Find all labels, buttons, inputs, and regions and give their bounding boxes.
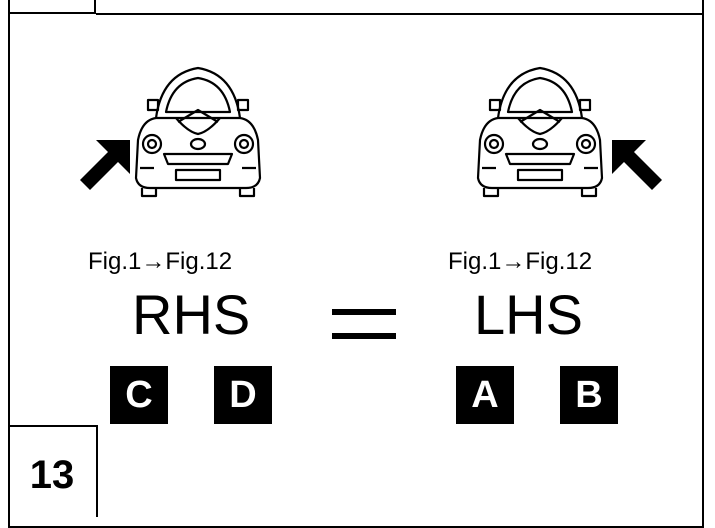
arrow-up-left-icon	[610, 138, 662, 190]
car-front-view-icon	[118, 60, 278, 200]
top-divider	[96, 13, 704, 15]
car-front-view-icon	[460, 60, 620, 200]
top-tab	[8, 0, 96, 14]
equals-symbol	[332, 309, 396, 339]
badge-d: D	[214, 366, 272, 424]
left-fig-range: Fig.1→Fig.12	[88, 248, 233, 275]
step-number: 13	[8, 425, 98, 517]
badge-a: A	[456, 366, 514, 424]
right-side-label: LHS	[474, 283, 583, 346]
arrow-up-right-icon	[80, 138, 132, 190]
badge-b: B	[560, 366, 618, 424]
left-side-label: RHS	[132, 283, 251, 346]
badge-c: C	[110, 366, 168, 424]
right-fig-range: Fig.1→Fig.12	[448, 248, 593, 275]
